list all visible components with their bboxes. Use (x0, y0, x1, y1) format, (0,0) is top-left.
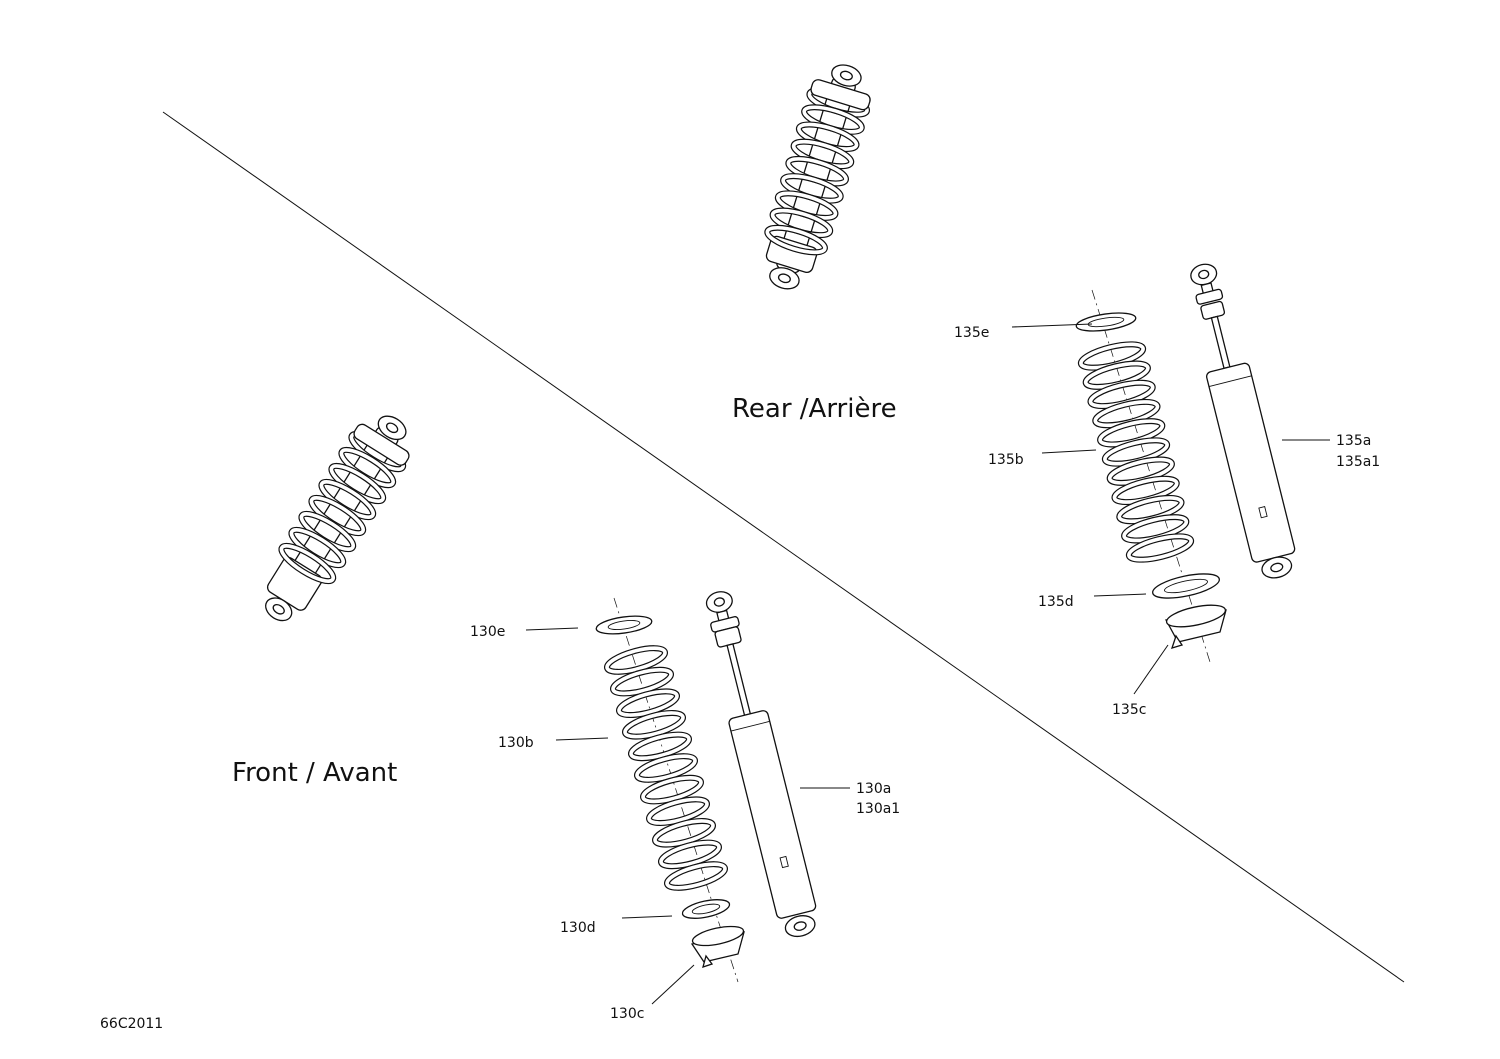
leader-130c (651, 964, 695, 1005)
callout-130e: 130e (470, 624, 505, 640)
callout-135d: 135d (1038, 594, 1074, 610)
spring-coil-inner (635, 754, 697, 782)
rear-spring-retainer-135e (1075, 312, 1137, 332)
callout-135c: 135c (1112, 702, 1146, 718)
spring-coil-inner (1127, 534, 1193, 562)
callout-135a: 135a (1336, 433, 1371, 449)
callout-135b: 135b (988, 452, 1024, 468)
rear-assembled-shock-illustration (764, 64, 871, 290)
rear-adjuster-cup-135c (1164, 604, 1227, 649)
spring-coil-inner (617, 689, 679, 717)
spring-coil-inner (647, 797, 709, 825)
callout-130d: 130d (560, 920, 596, 936)
callout-130a1: 130a1 (856, 801, 900, 817)
spring-coil-inner (641, 775, 703, 804)
spring-coil-inner (611, 667, 673, 696)
callout-130a: 130a (856, 781, 891, 797)
callout-130b: 130b (498, 735, 534, 751)
front-spring-retainer-130e (595, 615, 653, 635)
figure-code: 66C2011 (100, 1016, 163, 1032)
front-spring-seat-130d (681, 899, 731, 919)
callout-135e: 135e (954, 325, 989, 341)
front-coil-spring-130b (603, 645, 729, 891)
spring-coil-inner (623, 711, 685, 739)
front-assembled-shock-illustration (265, 415, 410, 622)
front-center-axis (613, 597, 739, 983)
front-adjuster-cup-130c (690, 925, 745, 969)
spring-coil-inner (765, 225, 827, 255)
spring-coil-inner (665, 862, 727, 890)
rear-spring-seat-135d (1152, 573, 1220, 599)
separator-line (162, 111, 1405, 983)
callout-135a1: 135a1 (1336, 454, 1380, 470)
spring-coil-inner (629, 732, 691, 761)
leader-135b (1041, 449, 1097, 454)
rear-coil-spring-135b (1077, 341, 1195, 563)
leader-130e (525, 627, 579, 631)
leader-130b (555, 737, 609, 741)
section-label-front: Front / Avant (232, 758, 397, 788)
spring-coil-inner (605, 646, 667, 674)
rear-damper-135a (1190, 263, 1296, 579)
front-damper-130a (705, 591, 817, 938)
leader-135c (1133, 644, 1169, 695)
spring-coil-inner (279, 544, 336, 583)
section-label-rear: Rear /Arrière (732, 394, 897, 424)
callout-130c: 130c (610, 1006, 644, 1022)
leader-135e (1011, 323, 1093, 328)
spring-coil-inner (653, 819, 715, 847)
leader-135d (1093, 593, 1147, 597)
spring-coil-inner (659, 840, 721, 869)
leader-130d (621, 915, 673, 919)
